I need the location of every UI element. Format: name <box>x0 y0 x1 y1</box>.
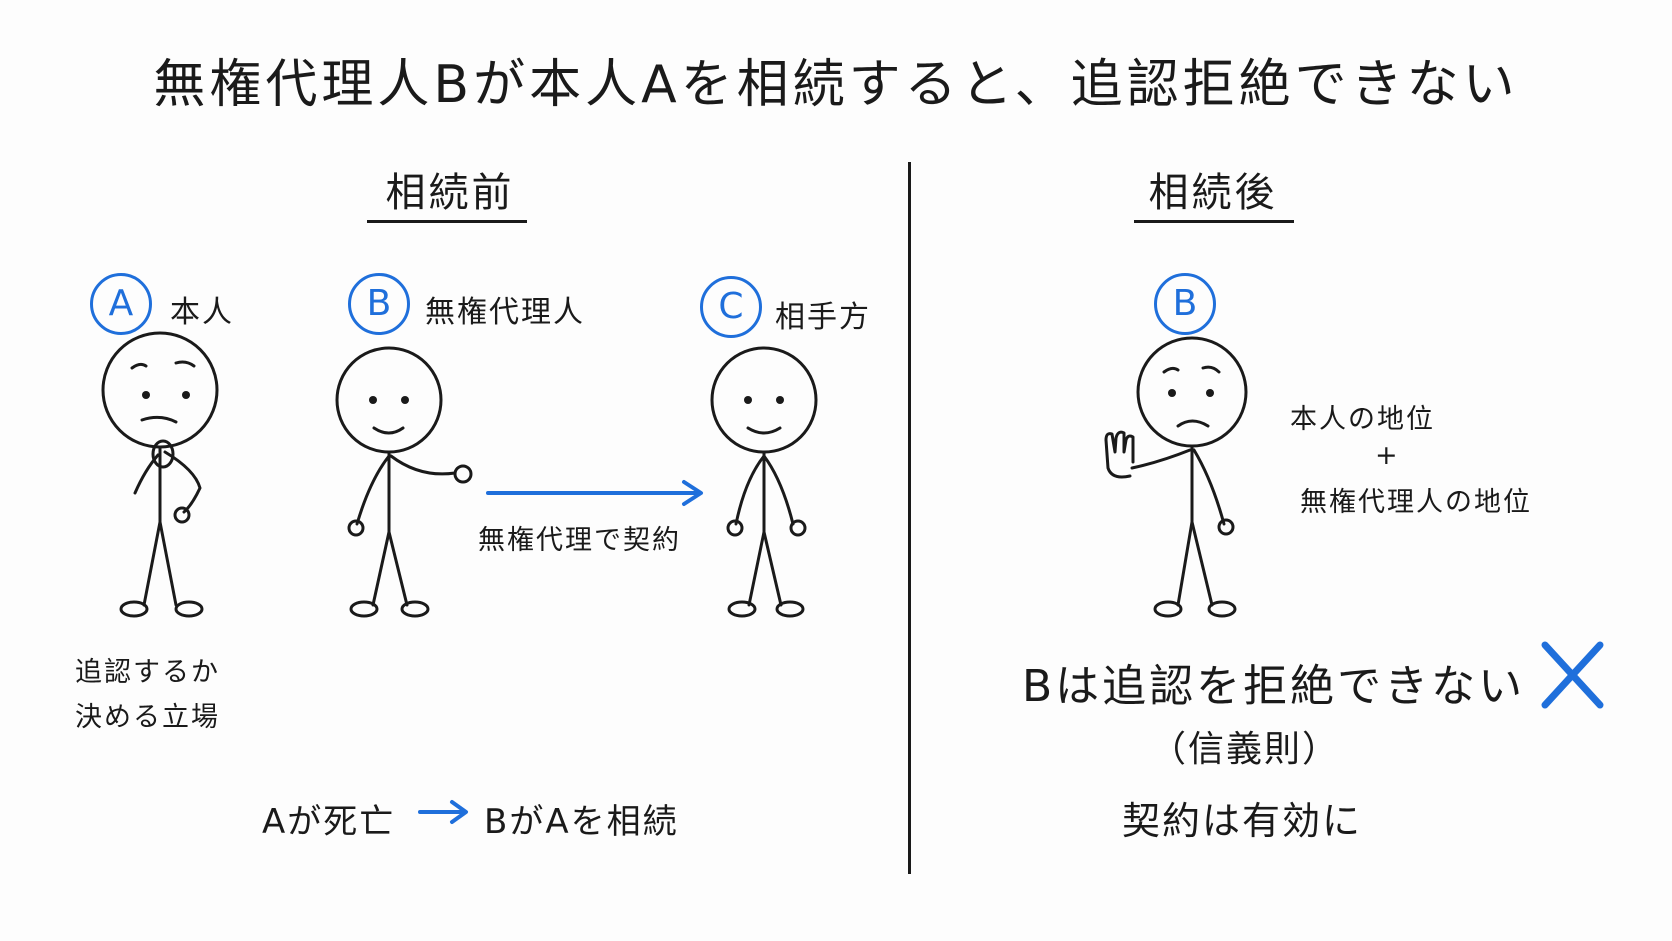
badge-b-icon: B <box>348 273 410 335</box>
after-heading: 相続後 <box>1148 170 1278 216</box>
event-b-inherits: BがAを相続 <box>484 802 679 842</box>
result-text: 契約は有効に <box>1122 799 1363 843</box>
after-heading-underline <box>1134 220 1294 223</box>
badge-b-after-icon: B <box>1154 273 1216 335</box>
contract-arrow-label: 無権代理で契約 <box>478 525 681 556</box>
inherit-arrow-icon <box>418 800 468 824</box>
cross-mark-icon <box>1541 641 1604 709</box>
page-title: 無権代理人Bが本人Aを相続すると、追認拒絶できない <box>153 55 1519 115</box>
reason-text: （信義則） <box>1150 729 1341 770</box>
role-c-label: 相手方 <box>775 300 871 335</box>
person-a-thinking-figure <box>101 331 219 618</box>
person-b-refusing-figure <box>1104 336 1248 618</box>
event-a-dies: Aが死亡 <box>262 802 396 842</box>
role-b-label: 無権代理人 <box>425 295 585 330</box>
status-plus: + <box>1375 440 1400 471</box>
person-b-figure <box>335 346 473 618</box>
status-agent: 無権代理人の地位 <box>1300 487 1532 518</box>
badge-c-icon: C <box>700 276 762 338</box>
person-c-figure <box>710 346 818 618</box>
a-note-line1: 追認するか <box>75 657 220 688</box>
before-heading-underline <box>367 220 527 223</box>
badge-a-icon: A <box>90 273 152 335</box>
a-note-line2: 決める立場 <box>75 702 220 733</box>
conclusion-text: Bは追認を拒絶できない <box>1022 661 1526 712</box>
before-heading: 相続前 <box>385 170 515 216</box>
section-divider <box>908 162 911 874</box>
contract-arrow-icon <box>486 480 703 506</box>
status-principal: 本人の地位 <box>1290 404 1435 435</box>
role-a-label: 本人 <box>170 295 234 330</box>
